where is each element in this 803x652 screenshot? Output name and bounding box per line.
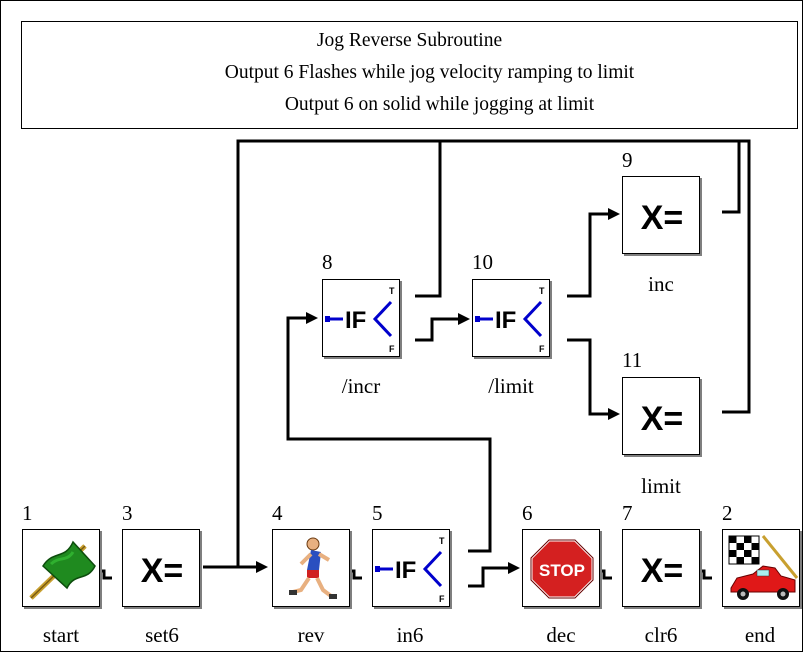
block-label-end: end — [745, 625, 775, 646]
checkered-flag-car-icon — [723, 530, 801, 608]
block-label-start: start — [43, 625, 79, 646]
svg-text:IF: IF — [495, 307, 516, 334]
block-inc[interactable]: X= — [622, 176, 700, 254]
block-number-rev: 4 — [272, 503, 283, 524]
if-branch-icon: IF T F — [473, 280, 551, 358]
block-incr[interactable]: IF T F — [322, 279, 400, 357]
arrowhead-dec — [508, 562, 520, 574]
wire-inc-return — [722, 141, 739, 212]
block-number-start: 1 — [22, 503, 33, 524]
green-flag-icon — [23, 530, 101, 608]
arrowhead-incr — [306, 312, 318, 324]
svg-text:STOP: STOP — [539, 561, 585, 580]
arrowhead-limit — [608, 408, 620, 420]
svg-text:T: T — [389, 286, 395, 296]
svg-text:F: F — [389, 344, 395, 354]
block-limitif[interactable]: IF T F — [472, 279, 550, 357]
if-branch-icon: IF T F — [323, 280, 401, 358]
block-label-in6: in6 — [397, 625, 424, 646]
block-dec[interactable]: STOP — [522, 529, 600, 607]
block-number-clr6: 7 — [622, 503, 633, 524]
wire-incr-true — [415, 141, 440, 296]
block-label-limit: limit — [641, 476, 681, 497]
arrowhead-inc — [608, 208, 620, 220]
wire-clr6-end — [700, 571, 712, 578]
assign-icon: X= — [123, 530, 201, 608]
svg-text:F: F — [439, 594, 445, 604]
assign-icon: X= — [623, 378, 701, 456]
block-number-limit: 11 — [622, 350, 642, 371]
svg-text:T: T — [539, 286, 545, 296]
arrowhead-limitif — [458, 313, 470, 325]
wire-incr-false — [415, 319, 458, 340]
wire-limit-true — [567, 214, 608, 296]
svg-text:IF: IF — [345, 307, 366, 334]
block-limit[interactable]: X= — [622, 377, 700, 455]
svg-text:F: F — [539, 344, 545, 354]
wire-limit-false — [567, 340, 608, 414]
block-label-dec: dec — [546, 625, 575, 646]
wire-rev-in6 — [350, 571, 362, 578]
wire-start-set6 — [100, 571, 112, 578]
block-set6[interactable]: X= — [122, 529, 200, 607]
block-number-dec: 6 — [522, 503, 533, 524]
block-start[interactable] — [22, 529, 100, 607]
block-number-set6: 3 — [122, 503, 133, 524]
wire-dec-clr6 — [600, 571, 612, 578]
runner-icon — [273, 530, 351, 608]
svg-text:IF: IF — [395, 557, 416, 584]
block-rev[interactable] — [272, 529, 350, 607]
svg-text:X=: X= — [641, 199, 684, 237]
block-label-limitif: /limit — [488, 376, 534, 397]
block-label-incr: /incr — [342, 376, 380, 397]
svg-text:X=: X= — [141, 552, 184, 590]
arrowhead-rev — [256, 561, 268, 573]
block-clr6[interactable]: X= — [622, 529, 700, 607]
assign-icon: X= — [623, 530, 701, 608]
stop-sign-icon: STOP — [523, 530, 601, 608]
svg-text:X=: X= — [641, 552, 684, 590]
block-label-inc: inc — [648, 274, 674, 295]
svg-text:X=: X= — [641, 400, 684, 438]
block-number-incr: 8 — [322, 252, 333, 273]
block-number-limitif: 10 — [472, 252, 493, 273]
block-number-end: 2 — [722, 503, 733, 524]
block-label-set6: set6 — [145, 625, 179, 646]
block-label-clr6: clr6 — [645, 625, 678, 646]
if-branch-icon: IF T F — [373, 530, 451, 608]
svg-text:T: T — [439, 536, 445, 546]
block-end[interactable] — [722, 529, 800, 607]
block-number-in6: 5 — [372, 503, 383, 524]
block-label-rev: rev — [298, 625, 325, 646]
block-number-inc: 9 — [622, 150, 633, 171]
assign-icon: X= — [623, 177, 701, 255]
block-in6[interactable]: IF T F — [372, 529, 450, 607]
wire-in6-false — [468, 568, 510, 586]
